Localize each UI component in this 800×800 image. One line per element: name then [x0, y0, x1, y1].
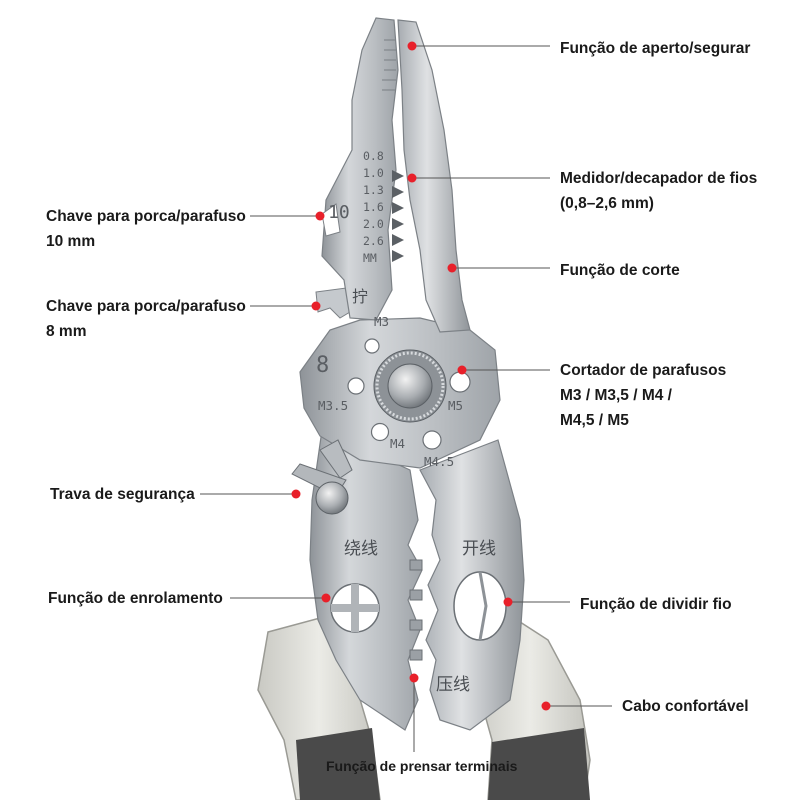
gauge-5: 2.6 [363, 234, 384, 248]
callout-handle-text: Cabo confortável [622, 698, 749, 715]
right-jaw [397, 19, 471, 333]
bolt-hole-m3 [364, 338, 380, 354]
callout-split-text: Função de dividir fio [580, 596, 732, 613]
callout-grip: Função de aperto/segurar [560, 36, 750, 61]
callout-gauge-line1: Medidor/decapador de fios [560, 170, 758, 187]
left-jaw [321, 17, 399, 321]
gauge-1: 1.0 [363, 166, 384, 180]
bolt-m4: M4 [390, 436, 405, 451]
callout-wind: Função de enrolamento [48, 586, 223, 611]
bolt-m3: M3 [374, 314, 389, 329]
callout-lock: Trava de segurança [50, 482, 195, 507]
bolt-hole-m35 [347, 377, 365, 395]
callout-nut10-line1: Chave para porca/parafuso [46, 208, 246, 225]
gauge-0: 0.8 [363, 149, 384, 163]
split-hole [453, 571, 507, 641]
safety-lock-button [315, 481, 349, 515]
pivot-rivet [373, 349, 447, 423]
gauge-2: 1.3 [363, 183, 384, 197]
char-crimp: 压线 [436, 675, 470, 695]
callout-crimp: Função de prensar terminais [326, 754, 517, 779]
wrench-8-marking: 8 [316, 353, 329, 378]
bolt-hole-m4 [370, 422, 390, 442]
callout-bolt-line1: Cortador de parafusos [560, 362, 727, 379]
callout-split: Função de dividir fio [580, 592, 732, 617]
callout-grip-text: Função de aperto/segurar [560, 40, 751, 57]
callout-nut8: Chave para porca/parafuso 8 mm [46, 294, 246, 344]
callout-dots [291, 41, 551, 711]
gauge-3: 1.6 [363, 200, 384, 214]
char-strip: 开线 [462, 539, 496, 559]
bolt-m45: M4.5 [424, 454, 454, 469]
bolt-m5: M5 [448, 398, 463, 413]
gauge-unit: MM [363, 251, 377, 265]
wrench-10-notch [321, 203, 341, 237]
callout-nut10: Chave para porca/parafuso 10 mm [46, 204, 246, 254]
char-wind: 绕线 [344, 539, 378, 559]
gauge-4: 2.0 [363, 217, 384, 231]
wrench-10-marking: 10 [328, 202, 350, 223]
callout-nut8-line1: Chave para porca/parafuso [46, 298, 246, 315]
bolt-hole-m45 [422, 430, 442, 450]
callout-gauge-line2: (0,8–2,6 mm) [560, 195, 654, 212]
callout-nut8-line2: 8 mm [46, 323, 87, 340]
winding-hole [330, 583, 380, 633]
callout-bolt: Cortador de parafusos M3 / M3,5 / M4 / M… [560, 358, 726, 433]
callout-bolt-line3: M4,5 / M5 [560, 412, 629, 429]
bolt-size-markings: M3 M3.5 M4 M4.5 M5 [318, 314, 463, 469]
bolt-hole-m5 [449, 371, 471, 393]
wrench-8-tab [315, 287, 351, 319]
char-twist: 拧 [352, 287, 368, 306]
callout-nut10-line2: 10 mm [46, 233, 96, 250]
callout-wind-text: Função de enrolamento [48, 590, 223, 607]
callout-crimp-text: Função de prensar terminais [326, 758, 518, 774]
left-handle-dark [296, 728, 380, 800]
callout-gauge: Medidor/decapador de fios (0,8–2,6 mm) [560, 166, 757, 216]
gauge-markings: 0.8 1.0 1.3 1.6 2.0 2.6 MM [363, 149, 384, 265]
callout-lock-text: Trava de segurança [50, 486, 195, 503]
bolt-m35: M3.5 [318, 398, 348, 413]
leader-lines [200, 45, 612, 752]
callout-handle: Cabo confortável [622, 694, 749, 719]
callout-cut: Função de corte [560, 258, 680, 283]
callout-cut-text: Função de corte [560, 262, 680, 279]
callout-bolt-line2: M3 / M3,5 / M4 / [560, 387, 672, 404]
right-handle-dark [488, 728, 590, 800]
